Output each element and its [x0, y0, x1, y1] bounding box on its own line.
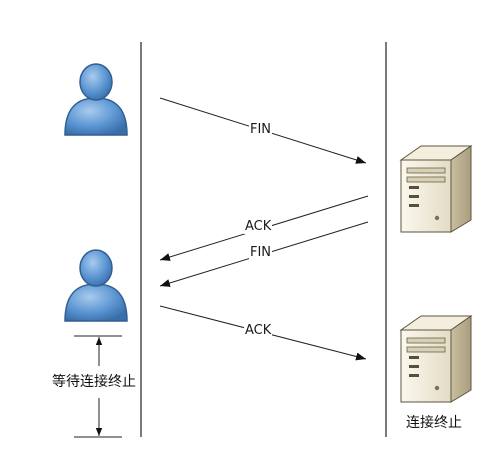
message-label-ack-1: ACK [244, 219, 273, 234]
message-label-fin-1: FIN [249, 122, 273, 137]
server-tower-icon [399, 145, 473, 233]
message-label-fin-2: FIN [249, 245, 273, 260]
user-icon [64, 63, 128, 136]
message-label-ack-2: ACK [244, 323, 273, 338]
server-closed-label: 连接终止 [406, 415, 462, 431]
user-icon [64, 249, 128, 322]
client-wait-label: 等待连接终止 [52, 374, 136, 390]
server-tower-icon [399, 315, 473, 403]
